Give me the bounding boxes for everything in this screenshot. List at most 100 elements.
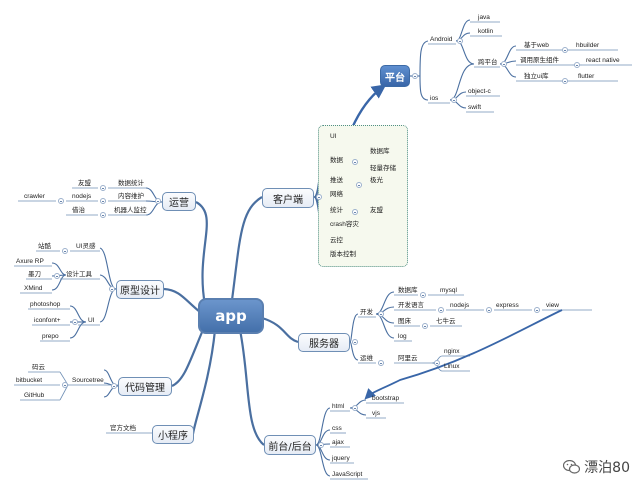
collapse-toggle-sourcetree[interactable] — [62, 382, 68, 388]
leaf-fe-jquery[interactable]: jquery — [332, 455, 350, 462]
leaf-ops-nodejs[interactable]: nodejs — [72, 193, 92, 200]
leaf-objc[interactable]: object-c — [468, 88, 491, 95]
leaf-proto-uiinspire[interactable]: UI灵感 — [76, 243, 96, 250]
leaf-client-db[interactable]: 数据库 — [370, 148, 390, 155]
leaf-proto-prepo[interactable]: prepo — [42, 333, 59, 340]
leaf-flutter[interactable]: flutter — [578, 73, 595, 80]
leaf-proto-iconfont[interactable]: iconfont+ — [34, 317, 61, 324]
collapse-toggle-android[interactable] — [457, 38, 463, 44]
collapse-toggle-stats[interactable] — [352, 209, 358, 215]
leaf-client-crash[interactable]: crash容灾 — [330, 221, 359, 228]
leaf-swift[interactable]: swift — [468, 104, 481, 111]
collapse-toggle-ios[interactable] — [451, 97, 457, 103]
node-mini[interactable]: 小程序 — [152, 425, 194, 444]
leaf-native[interactable]: 调用原生组件 — [520, 57, 559, 64]
leaf-client-storage[interactable]: 轻量存储 — [370, 165, 396, 172]
collapse-toggle-lang[interactable] — [438, 307, 444, 313]
leaf-client-stats[interactable]: 统计 — [330, 207, 343, 214]
collapse-toggle-native[interactable] — [574, 62, 580, 68]
leaf-server-aliyun[interactable]: 阿里云 — [398, 355, 418, 362]
collapse-toggle-zhanku[interactable] — [62, 248, 68, 254]
leaf-hbuilder[interactable]: hbuilder — [576, 42, 600, 49]
leaf-server-log[interactable]: log — [398, 333, 407, 340]
leaf-fe-javascript[interactable]: JavaScript — [332, 471, 363, 478]
leaf-server-linux[interactable]: Linux — [444, 363, 460, 370]
collapse-toggle-ops-crawler[interactable] — [58, 198, 64, 204]
leaf-code-github[interactable]: GitHub — [24, 392, 45, 399]
leaf-mini-doc[interactable]: 官方文档 — [110, 425, 136, 432]
collapse-toggle-ops-umeng[interactable] — [100, 185, 106, 191]
leaf-server-qiniu[interactable]: 七牛云 — [436, 318, 456, 325]
leaf-server-view[interactable]: view — [546, 302, 560, 309]
collapse-toggle-web[interactable] — [562, 47, 568, 53]
collapse-toggle-img[interactable] — [422, 323, 428, 329]
collapse-toggle-server[interactable] — [352, 339, 358, 345]
collapse-toggle-fe[interactable] — [318, 442, 324, 448]
leaf-client-umeng[interactable]: 友盟 — [370, 207, 383, 214]
leaf-server-express[interactable]: express — [496, 302, 519, 309]
collapse-toggle-ops[interactable] — [155, 198, 161, 204]
leaf-code-sourcetree[interactable]: Sourcetree — [72, 377, 104, 384]
leaf-fe-css[interactable]: css — [332, 425, 342, 432]
collapse-toggle-aliyun[interactable] — [434, 360, 440, 366]
collapse-toggle-proto[interactable] — [109, 286, 115, 292]
leaf-ops-datastats[interactable]: 数据统计 — [118, 180, 144, 187]
leaf-fe-html[interactable]: html — [332, 403, 345, 410]
node-code[interactable]: 代码管理 — [118, 377, 172, 396]
collapse-toggle-nodejs[interactable] — [486, 307, 492, 313]
leaf-java[interactable]: java — [478, 14, 490, 21]
leaf-server-img[interactable]: 图床 — [398, 318, 411, 325]
leaf-proto-axure[interactable]: Axure RP — [16, 258, 44, 265]
leaf-client-jiguang[interactable]: 极光 — [370, 177, 383, 184]
collapse-toggle-data[interactable] — [352, 159, 358, 165]
leaf-proto-photoshop[interactable]: photoshop — [30, 301, 61, 308]
leaf-proto-ui[interactable]: UI — [88, 317, 95, 324]
collapse-toggle-uilib[interactable] — [562, 78, 568, 84]
collapse-toggle-html[interactable] — [352, 405, 358, 411]
leaf-client-net[interactable]: 网络 — [330, 191, 343, 198]
collapse-toggle-server-db[interactable] — [420, 292, 426, 298]
node-fe[interactable]: 前台/后台 — [264, 435, 316, 455]
collapse-toggle-server-ops[interactable] — [378, 360, 384, 366]
leaf-ios[interactable]: ios — [430, 95, 439, 102]
leaf-server-nodejs[interactable]: nodejs — [450, 302, 470, 309]
leaf-rn[interactable]: react native — [586, 57, 620, 64]
collapse-toggle-dev[interactable] — [378, 311, 384, 317]
leaf-client-cloud[interactable]: 云控 — [330, 237, 343, 244]
leaf-android[interactable]: Android — [430, 36, 453, 43]
leaf-server-ops[interactable]: 运维 — [360, 355, 373, 362]
leaf-ops-umeng[interactable]: 友盟 — [78, 180, 91, 187]
collapse-toggle-ops-nodejs[interactable] — [100, 198, 106, 204]
collapse-toggle-cross[interactable] — [501, 61, 507, 67]
center-node-app[interactable]: app — [198, 298, 264, 334]
node-proto[interactable]: 原型设计 — [116, 280, 164, 299]
leaf-cross[interactable]: 跨平台 — [478, 59, 498, 66]
collapse-toggle-push[interactable] — [356, 182, 362, 188]
node-client[interactable]: 客户端 — [262, 188, 314, 208]
leaf-server-lang[interactable]: 开发语言 — [398, 302, 424, 309]
node-ops[interactable]: 运营 — [162, 192, 196, 211]
leaf-server-mysql[interactable]: mysql — [440, 287, 457, 294]
leaf-server-nginx[interactable]: nginx — [444, 348, 460, 355]
leaf-kotlin[interactable]: kotlin — [478, 28, 494, 35]
node-server[interactable]: 服务器 — [298, 333, 350, 352]
leaf-fe-bootstrap[interactable]: bootstrap — [372, 395, 400, 402]
leaf-fe-ajax[interactable]: ajax — [332, 439, 344, 446]
leaf-proto-zhanku[interactable]: 站酷 — [38, 243, 51, 250]
collapse-toggle-proto-ui[interactable] — [72, 319, 78, 325]
leaf-code-mayun[interactable]: 码云 — [32, 364, 45, 371]
leaf-ops-robot[interactable]: 机器人监控 — [114, 207, 147, 214]
leaf-proto-modao[interactable]: 墨刀 — [28, 271, 41, 278]
leaf-ops-crawler[interactable]: crawler — [24, 193, 45, 200]
leaf-server-dev[interactable]: 开发 — [360, 309, 373, 316]
leaf-web[interactable]: 基于web — [524, 42, 549, 49]
collapse-toggle-ops-jiezhi[interactable] — [100, 212, 106, 218]
leaf-client-version[interactable]: 版本控制 — [330, 251, 356, 258]
leaf-fe-vuejs[interactable]: vjs — [372, 410, 380, 417]
node-platform[interactable]: 平台 — [380, 65, 410, 87]
leaf-ops-content[interactable]: 内容维护 — [118, 193, 144, 200]
leaf-uilib[interactable]: 独立ui库 — [524, 73, 549, 80]
collapse-toggle-express[interactable] — [534, 307, 540, 313]
leaf-server-db[interactable]: 数据库 — [398, 287, 418, 294]
leaf-code-bitbucket[interactable]: bitbucket — [16, 377, 43, 384]
